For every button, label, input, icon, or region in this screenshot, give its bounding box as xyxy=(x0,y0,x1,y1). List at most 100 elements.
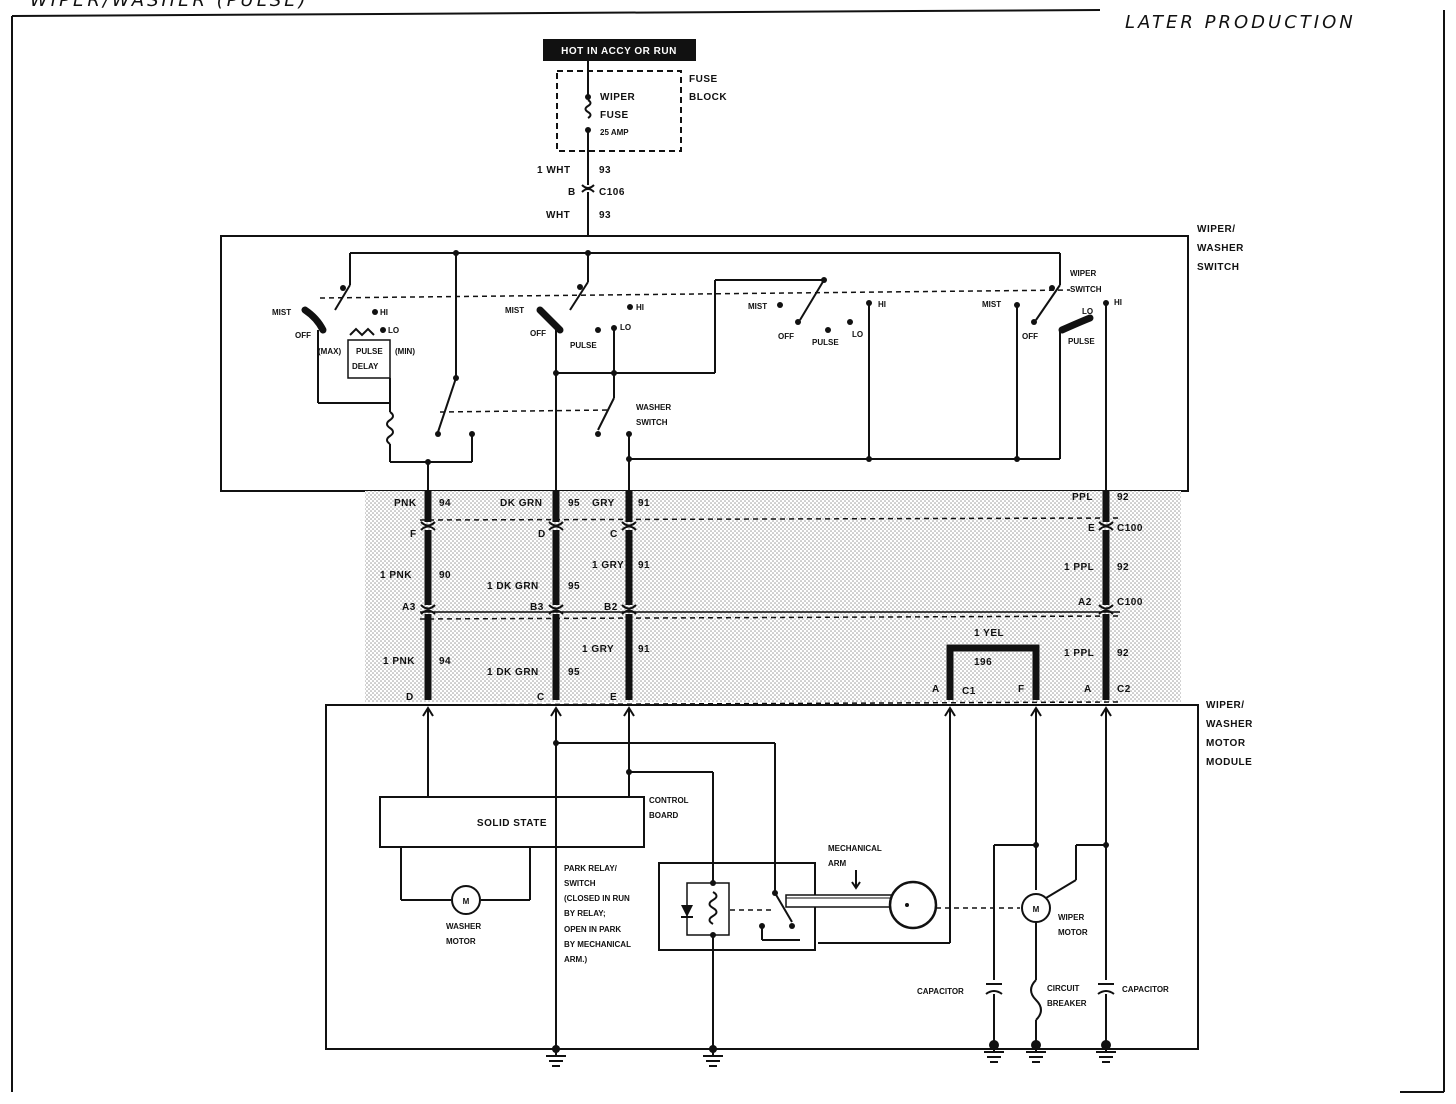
svg-text:LO: LO xyxy=(388,326,399,335)
svg-text:91: 91 xyxy=(638,644,650,655)
svg-text:PARK RELAY/: PARK RELAY/ xyxy=(564,864,618,873)
svg-text:SWITCH: SWITCH xyxy=(1197,262,1239,273)
fuse-block: WIPER FUSE 25 AMP FUSE BLOCK xyxy=(556,61,727,185)
svg-text:MOTOR: MOTOR xyxy=(1058,928,1088,937)
svg-text:BREAKER: BREAKER xyxy=(1047,999,1087,1008)
svg-text:OFF: OFF xyxy=(530,329,546,338)
svg-text:C100: C100 xyxy=(1117,523,1143,534)
svg-text:MIST: MIST xyxy=(272,308,291,317)
ground-icon xyxy=(1096,1040,1116,1063)
svg-text:196: 196 xyxy=(974,657,992,668)
svg-text:D: D xyxy=(406,692,414,703)
svg-text:1 DK GRN: 1 DK GRN xyxy=(487,667,539,678)
svg-text:SWITCH: SWITCH xyxy=(636,418,668,427)
diagram-title-fragment: WIPER/WASHER (PULSE) xyxy=(30,0,309,11)
svg-text:WASHER: WASHER xyxy=(446,922,481,931)
svg-text:94: 94 xyxy=(439,498,451,509)
svg-text:WIPER/: WIPER/ xyxy=(1206,700,1245,711)
svg-text:MOTOR: MOTOR xyxy=(446,937,476,946)
svg-text:95: 95 xyxy=(568,667,580,678)
svg-text:SWITCH: SWITCH xyxy=(564,879,596,888)
svg-text:1 PPL: 1 PPL xyxy=(1064,648,1094,659)
svg-text:BLOCK: BLOCK xyxy=(689,92,727,103)
svg-text:LO: LO xyxy=(620,323,631,332)
svg-text:25 AMP: 25 AMP xyxy=(600,128,629,137)
svg-text:C106: C106 xyxy=(599,187,625,198)
svg-text:GRY: GRY xyxy=(592,498,615,509)
svg-text:F: F xyxy=(1018,684,1025,695)
feed-wire-c106: 1 WHT 93 B C106 WHT 93 xyxy=(537,165,625,236)
svg-text:DELAY: DELAY xyxy=(352,362,379,371)
svg-text:MIST: MIST xyxy=(982,300,1001,309)
svg-text:HOT IN ACCY OR RUN: HOT IN ACCY OR RUN xyxy=(561,46,677,57)
ground-icon xyxy=(1026,1040,1046,1063)
svg-text:FUSE: FUSE xyxy=(689,74,718,85)
svg-text:OFF: OFF xyxy=(1022,332,1038,341)
svg-text:91: 91 xyxy=(638,498,650,509)
svg-text:C1: C1 xyxy=(962,686,976,697)
svg-text:PULSE: PULSE xyxy=(570,341,597,350)
svg-text:92: 92 xyxy=(1117,492,1129,503)
svg-text:WASHER: WASHER xyxy=(636,403,671,412)
svg-text:1 DK GRN: 1 DK GRN xyxy=(487,581,539,592)
svg-text:M: M xyxy=(1033,905,1040,914)
svg-text:A3: A3 xyxy=(402,602,416,613)
svg-text:CONTROL: CONTROL xyxy=(649,796,689,805)
svg-text:HI: HI xyxy=(380,308,388,317)
svg-text:PULSE: PULSE xyxy=(1068,337,1095,346)
svg-text:C2: C2 xyxy=(1117,684,1131,695)
wiper-washer-switch-box: WIPER/ WASHER SWITCH MIST OFF HI LO (MAX… xyxy=(220,224,1244,492)
svg-text:WIPER: WIPER xyxy=(1058,913,1084,922)
svg-text:90: 90 xyxy=(439,570,451,581)
svg-text:B: B xyxy=(568,187,576,198)
svg-text:A2: A2 xyxy=(1078,597,1092,608)
ground-icon xyxy=(984,1040,1004,1063)
svg-text:B2: B2 xyxy=(604,602,618,613)
svg-text:D: D xyxy=(538,529,546,540)
svg-text:PNK: PNK xyxy=(394,498,417,509)
svg-text:F: F xyxy=(410,529,417,540)
svg-text:91: 91 xyxy=(638,560,650,571)
svg-text:A: A xyxy=(1084,684,1092,695)
page-frame xyxy=(11,9,1445,1093)
svg-text:(CLOSED IN RUN: (CLOSED IN RUN xyxy=(564,894,630,903)
svg-text:MODULE: MODULE xyxy=(1206,757,1252,768)
harness-wires xyxy=(420,491,1114,700)
svg-text:(MIN): (MIN) xyxy=(395,347,415,356)
svg-text:C100: C100 xyxy=(1117,597,1143,608)
ground-symbols xyxy=(546,1040,1116,1067)
svg-text:HI: HI xyxy=(636,303,644,312)
svg-text:WASHER: WASHER xyxy=(1197,243,1244,254)
svg-text:OFF: OFF xyxy=(295,331,311,340)
svg-text:HI: HI xyxy=(878,300,886,309)
svg-text:OFF: OFF xyxy=(778,332,794,341)
svg-text:1 GRY: 1 GRY xyxy=(592,560,624,571)
svg-text:92: 92 xyxy=(1117,648,1129,659)
svg-text:95: 95 xyxy=(568,498,580,509)
svg-text:BY RELAY;: BY RELAY; xyxy=(564,909,606,918)
svg-text:E: E xyxy=(1088,523,1095,534)
svg-text:WIPER/: WIPER/ xyxy=(1197,224,1236,235)
svg-text:94: 94 xyxy=(439,656,451,667)
svg-text:1 PPL: 1 PPL xyxy=(1064,562,1094,573)
svg-text:MECHANICAL: MECHANICAL xyxy=(828,844,882,853)
svg-text:WASHER: WASHER xyxy=(1206,719,1253,730)
svg-text:FUSE: FUSE xyxy=(600,110,629,121)
svg-text:BY MECHANICAL: BY MECHANICAL xyxy=(564,940,631,949)
svg-text:1 PNK: 1 PNK xyxy=(380,570,412,581)
svg-text:(MAX): (MAX) xyxy=(318,347,341,356)
harness-labels: PNK 94 F 1 PNK 90 A3 1 PNK 94 D DK GRN 9… xyxy=(380,492,1143,703)
svg-text:CAPACITOR: CAPACITOR xyxy=(917,987,964,996)
svg-text:OPEN IN PARK: OPEN IN PARK xyxy=(564,925,621,934)
svg-text:DK GRN: DK GRN xyxy=(500,498,542,509)
svg-text:95: 95 xyxy=(568,581,580,592)
svg-text:1 PNK: 1 PNK xyxy=(383,656,415,667)
svg-text:HI: HI xyxy=(1114,298,1122,307)
svg-text:PULSE: PULSE xyxy=(812,338,839,347)
svg-text:1 YEL: 1 YEL xyxy=(974,628,1004,639)
svg-text:LO: LO xyxy=(1082,307,1093,316)
svg-text:BOARD: BOARD xyxy=(649,811,679,820)
svg-text:1 GRY: 1 GRY xyxy=(582,644,614,655)
svg-text:M: M xyxy=(463,897,470,906)
